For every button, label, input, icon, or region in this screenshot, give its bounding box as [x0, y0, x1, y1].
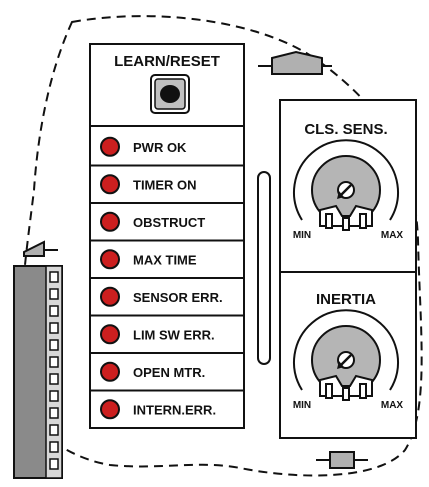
terminal-pin: [49, 322, 59, 334]
knob-title: CLS. SENS.: [304, 121, 387, 138]
led-row: INTERN.ERR.: [90, 389, 244, 420]
knob-title: INERTIA: [316, 291, 376, 308]
top-connector: [258, 50, 332, 75]
learn-reset-button[interactable]: [150, 74, 190, 114]
terminal-pin: [49, 441, 59, 453]
slide-channel: [257, 171, 271, 365]
led-indicator: [100, 399, 120, 420]
led-row: TIMER ON: [90, 164, 244, 195]
knob-max-label: MAX: [381, 400, 404, 411]
left-connector: [23, 240, 58, 257]
terminal-pin: [49, 339, 59, 351]
potentiometer-legs: [319, 374, 373, 401]
bottom-connector: [316, 451, 368, 469]
led-label: OBSTRUCT: [133, 215, 205, 230]
terminal-pin: [49, 271, 59, 283]
led-indicator: [100, 286, 120, 307]
led-label: INTERN.ERR.: [133, 402, 216, 417]
knob-group: INERTIA MIN MAX: [293, 291, 404, 411]
knob-scale-arc: [293, 309, 399, 391]
knob-min-label: MIN: [293, 230, 311, 241]
potentiometer-legs: [319, 204, 373, 231]
led-indicator: [100, 174, 120, 195]
terminal-pin: [49, 373, 59, 385]
led-indicator: [100, 211, 120, 232]
terminal-pin: [49, 288, 59, 300]
led-indicator: [100, 361, 120, 382]
knob-group: CLS. SENS. MIN MAX: [293, 121, 404, 241]
led-row: MAX TIME: [90, 239, 244, 270]
terminal-pin: [49, 390, 59, 402]
led-indicator: [100, 249, 120, 270]
terminal-pin: [49, 458, 59, 470]
terminal-pin: [49, 424, 59, 436]
knob-max-label: MAX: [381, 230, 404, 241]
led-label: TIMER ON: [133, 177, 197, 192]
led-row: OBSTRUCT: [90, 202, 244, 232]
led-indicator: [100, 324, 120, 345]
led-label: MAX TIME: [133, 252, 197, 267]
learn-reset-label: LEARN/RESET: [114, 53, 220, 70]
board-outline: [20, 15, 423, 477]
knob-scale-arc: [293, 139, 399, 221]
led-row: SENSOR ERR.: [90, 277, 244, 307]
led-label: SENSOR ERR.: [133, 290, 223, 305]
terminal-pin: [49, 305, 59, 317]
led-row: PWR OK: [100, 136, 187, 157]
led-label: PWR OK: [133, 140, 187, 155]
led-label: LIM SW ERR.: [133, 327, 215, 342]
terminal-block: [13, 265, 63, 479]
led-indicator: [100, 136, 120, 157]
knob-min-label: MIN: [293, 400, 311, 411]
led-label: OPEN MTR.: [133, 365, 205, 380]
terminal-pin: [49, 407, 59, 419]
terminal-pin: [49, 356, 59, 368]
led-row: OPEN MTR.: [90, 352, 244, 382]
led-row: LIM SW ERR.: [90, 314, 244, 345]
